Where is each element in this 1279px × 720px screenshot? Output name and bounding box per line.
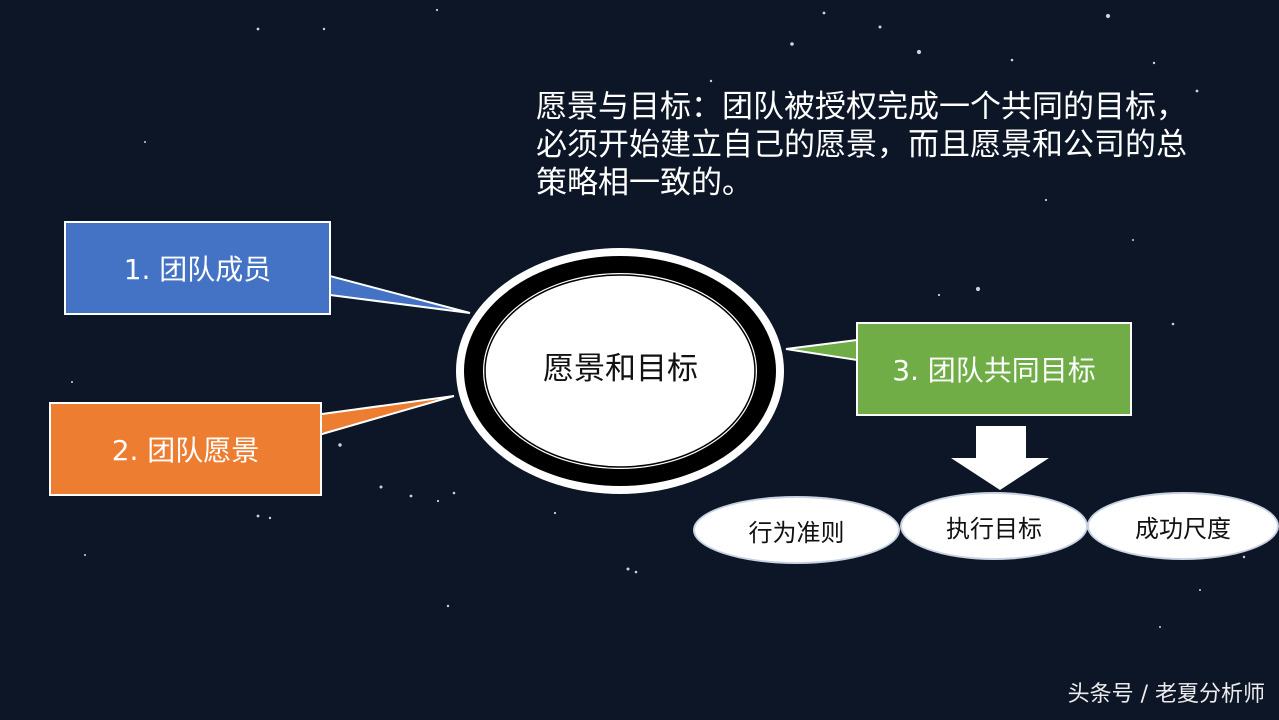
down-arrow-icon xyxy=(951,426,1049,490)
vision-goal-ring-core xyxy=(484,274,756,468)
team-vision-callout: 2. 团队愿景 xyxy=(49,402,322,496)
execution-goal-ellipse: 执行目标 xyxy=(900,492,1088,560)
watermark: 头条号 / 老夏分析师 xyxy=(1067,682,1265,707)
code-of-conduct-ellipse: 行为准则 xyxy=(693,496,900,564)
vision-and-goal-label: 愿景和目标 xyxy=(505,331,736,400)
vision-callout-pointer xyxy=(321,395,455,436)
shared-goal-callout-pointer xyxy=(785,338,858,362)
team-shared-goal-callout: 3. 团队共同目标 xyxy=(856,322,1132,416)
vision-goal-description: 愿景与目标：团队被授权完成一个共同的目标， 必须开始建立自己的愿景，而且愿景和公… xyxy=(536,89,1187,201)
members-callout-pointer xyxy=(329,274,471,314)
team-members-callout: 1. 团队成员 xyxy=(64,221,331,315)
success-measure-ellipse: 成功尺度 xyxy=(1087,492,1279,560)
